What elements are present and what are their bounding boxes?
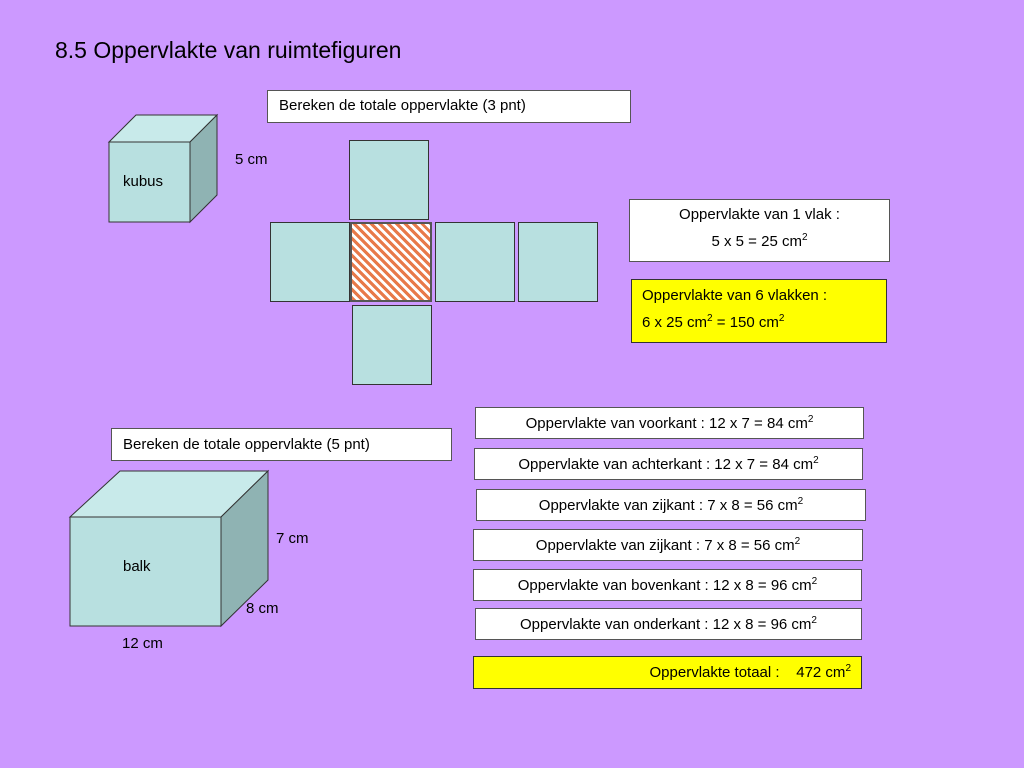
balk-height: 7 cm: [276, 530, 309, 547]
kubus-six-faces-line1: Oppervlakte van 6 vlakken :: [642, 287, 828, 304]
kubus-six-faces-line2: 6 x 25 cm2 = 150 cm2: [642, 313, 785, 332]
kubus-label: kubus: [123, 173, 164, 190]
balk-face-text: Oppervlakte van achterkant : 12 x 7 = 84…: [518, 454, 819, 473]
balk-depth: 8 cm: [246, 600, 279, 617]
balk-face-text: Oppervlakte van onderkant : 12 x 8 = 96 …: [520, 614, 817, 633]
balk-task-text: Bereken de totale oppervlakte (5 pnt): [123, 436, 370, 453]
net-face-center-highlighted: [350, 222, 432, 302]
balk-face-text: Oppervlakte van voorkant : 12 x 7 = 84 c…: [525, 413, 814, 432]
balk-face-box-zijkant-1: Oppervlakte van zijkant : 7 x 8 = 56 cm2: [476, 489, 866, 521]
kubus-six-faces-box: Oppervlakte van 6 vlakken : 6 x 25 cm2 =…: [631, 279, 887, 343]
balk-face-box-zijkant-2: Oppervlakte van zijkant : 7 x 8 = 56 cm2: [473, 529, 863, 561]
kubus-one-face-line1: Oppervlakte van 1 vlak :: [679, 206, 840, 223]
balk-face-box-achterkant: Oppervlakte van achterkant : 12 x 7 = 84…: [474, 448, 863, 480]
balk-front-face: [69, 516, 222, 627]
balk-total-box: Oppervlakte totaal : 472 cm2: [473, 656, 862, 689]
balk-face-box-bovenkant: Oppervlakte van bovenkant : 12 x 8 = 96 …: [473, 569, 862, 601]
net-face-right: [435, 222, 515, 302]
kubus-task-box: Bereken de totale oppervlakte (3 pnt): [267, 90, 631, 123]
balk-face-box-onderkant: Oppervlakte van onderkant : 12 x 8 = 96 …: [475, 608, 862, 640]
net-face-left: [270, 222, 350, 302]
net-face-top: [349, 140, 429, 220]
balk-label: balk: [123, 558, 151, 575]
balk-task-box: Bereken de totale oppervlakte (5 pnt): [111, 428, 452, 461]
balk-face-box-voorkant: Oppervlakte van voorkant : 12 x 7 = 84 c…: [475, 407, 864, 439]
page-title: 8.5 Oppervlakte van ruimtefiguren: [55, 37, 402, 63]
balk-width: 12 cm: [122, 635, 163, 652]
balk-face-text: Oppervlakte van zijkant : 7 x 8 = 56 cm2: [535, 535, 801, 554]
balk-face-text: Oppervlakte van bovenkant : 12 x 8 = 96 …: [517, 575, 818, 594]
kubus-task-text: Bereken de totale oppervlakte (3 pnt): [279, 97, 526, 114]
kubus-one-face-line2: 5 x 5 = 25 cm2: [711, 232, 808, 251]
net-face-far-right: [518, 222, 598, 302]
balk-face-text: Oppervlakte van zijkant : 7 x 8 = 56 cm2: [538, 495, 804, 514]
net-face-bottom: [352, 305, 432, 385]
balk-total-text: Oppervlakte totaal : 472 cm2: [649, 663, 852, 682]
kubus-dimension: 5 cm: [235, 151, 268, 168]
kubus-one-face-box: Oppervlakte van 1 vlak : 5 x 5 = 25 cm2: [629, 199, 890, 262]
kubus-front-face: [108, 141, 191, 223]
